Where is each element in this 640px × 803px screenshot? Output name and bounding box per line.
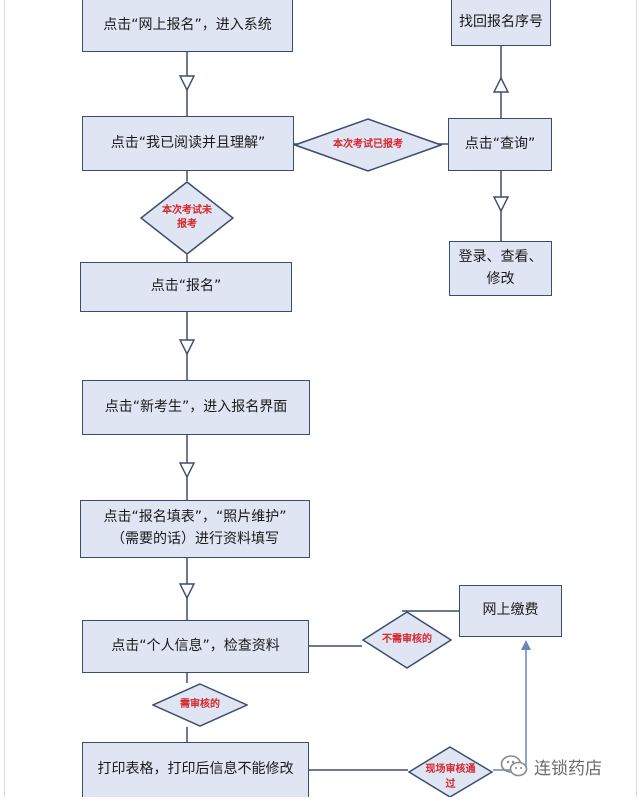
decision-already-registered: 本次考试已报考 — [294, 118, 442, 172]
decision-label: 不需审核的 — [382, 633, 432, 645]
step-read-understand: 点击“我已阅读并且理解” — [82, 116, 294, 171]
step-new-candidate: 点击“新考生”，进入报名界面 — [82, 380, 310, 435]
step-retrieve-number: 找回报名序号 — [451, 0, 551, 46]
step-enter-system: 点击“网上报名”，进入系统 — [82, 0, 293, 52]
step-signup: 点击“报名” — [80, 262, 292, 312]
diamond-shape — [362, 611, 452, 669]
decision-need-review: 需审核的 — [152, 683, 248, 727]
step-query: 点击“查询” — [448, 118, 552, 171]
decision-label: 现场审核通 过 — [425, 764, 476, 790]
watermark: 连锁药店 — [500, 752, 602, 780]
step-online-payment: 网上缴费 — [459, 585, 562, 637]
step-print-form: 打印表格，打印后信息不能修改 — [82, 742, 309, 797]
diamond-shape — [408, 746, 493, 797]
arrow-down-login — [492, 196, 510, 213]
step-login-view-edit: 登录、查看、 修改 — [449, 241, 552, 296]
frame-border-right — [636, 0, 637, 797]
arrow-up-retrieve — [492, 76, 510, 93]
decision-label: 本次考试已报考 — [333, 138, 403, 150]
decision-label: 本次考试未 报考 — [162, 204, 212, 231]
frame-border-left — [4, 0, 5, 797]
diamond-shape — [140, 181, 234, 255]
arrow-down-3 — [178, 462, 196, 479]
diamond-shape — [152, 683, 248, 727]
diamond-shape — [294, 118, 442, 172]
step-fill-form: 点击“报名填表”，“照片维护” （需要的话）进行资料填写 — [80, 500, 310, 558]
decision-onsite-review-passed: 现场审核通 过 — [408, 746, 493, 797]
decision-not-registered: 本次考试未 报考 — [140, 181, 234, 255]
arrow-down-4 — [178, 583, 196, 600]
arrow-down-1 — [178, 75, 196, 92]
arrow-up-payment — [521, 640, 531, 650]
arrow-down-2 — [178, 339, 196, 356]
decision-no-review: 不需审核的 — [362, 611, 452, 669]
decision-label: 需审核的 — [180, 698, 220, 710]
wechat-icon — [500, 755, 528, 777]
watermark-text: 连锁药店 — [534, 758, 602, 779]
step-check-info: 点击“个人信息”，检查资料 — [82, 620, 309, 673]
